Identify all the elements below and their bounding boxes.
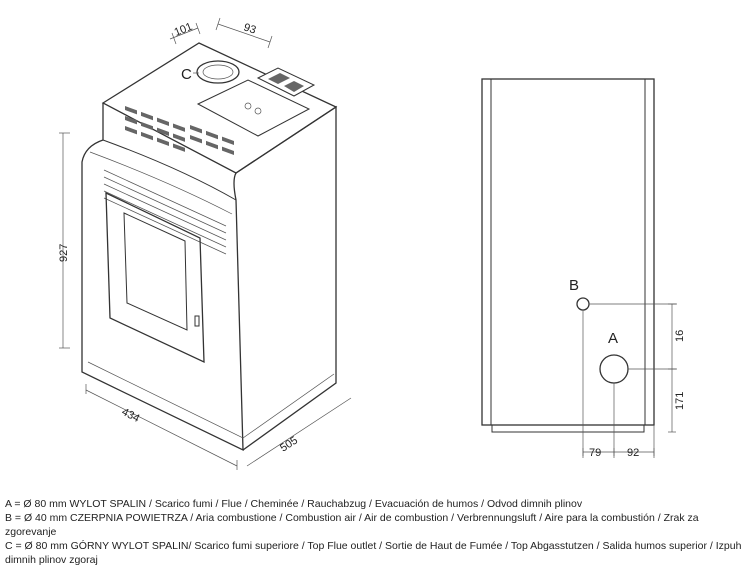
dim-width-505: 505 xyxy=(278,434,300,454)
combustion-air-inlet-b xyxy=(576,297,590,311)
dim-a-horizontal-92: 92 xyxy=(627,447,639,459)
legend-b: B = Ø 40 mm CZERPNIA POWIETRZA / Aria co… xyxy=(5,512,699,538)
dim-top-flue-93: 93 xyxy=(242,21,257,36)
isometric-stove-view: 927 434 505 101 93 C xyxy=(58,17,352,470)
door-handle xyxy=(194,315,200,327)
dim-b-vertical-16: 16 xyxy=(674,330,686,342)
dim-b-horizontal-79: 79 xyxy=(589,447,601,459)
legend-a: A = Ø 80 mm WYLOT SPALIN / Scarico fumi … xyxy=(5,498,583,510)
dim-top-flue-101: 101 xyxy=(173,21,195,39)
stove-door xyxy=(105,191,205,364)
front-louvres xyxy=(103,169,227,255)
technical-drawing: 927 434 505 101 93 C B A xyxy=(58,17,686,470)
legend-c: C = Ø 80 mm GÓRNY WYLOT SPALIN/ Scarico … xyxy=(5,540,742,566)
stove-side-face xyxy=(235,105,337,451)
label-b: B xyxy=(569,277,579,294)
side-elevation-view: B A 16 171 79 92 xyxy=(481,78,686,459)
top-flue-outlet-c xyxy=(196,60,240,84)
door-glass xyxy=(123,212,188,331)
control-panel xyxy=(256,67,316,97)
label-a: A xyxy=(608,330,618,347)
pellet-hopper-lid xyxy=(196,79,311,137)
top-ventilation-grille xyxy=(125,106,234,156)
stove-front-face xyxy=(81,103,244,452)
dim-height-927: 927 xyxy=(58,244,70,262)
flue-outlet-a xyxy=(599,354,629,384)
dim-a-vertical-171: 171 xyxy=(674,392,686,410)
stove-base xyxy=(491,424,645,433)
legend: A = Ø 80 mm WYLOT SPALIN / Scarico fumi … xyxy=(5,497,745,567)
stove-side-outline xyxy=(481,78,655,426)
label-c: C xyxy=(181,66,192,83)
dim-depth-434: 434 xyxy=(120,406,142,425)
